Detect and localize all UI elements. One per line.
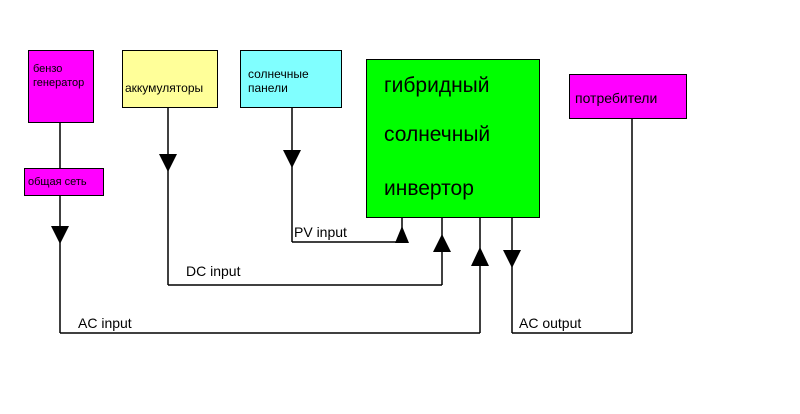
arrow-down-solar: [283, 150, 301, 168]
arrow-down-batteries: [159, 154, 177, 172]
batteries-label: аккумуляторы: [125, 81, 204, 95]
solar-label-line2: панели: [248, 81, 288, 95]
batteries-node: аккумуляторы: [122, 50, 218, 108]
consumers-node: потребители: [569, 74, 687, 119]
arrow-up-ac-input: [471, 247, 489, 266]
edge-label-pv-input: PV input: [294, 224, 347, 240]
grid-label: общая сеть: [28, 176, 87, 188]
inverter-label-line2: солнечный: [384, 123, 491, 146]
arrow-up-pv-input: [395, 226, 409, 243]
edge-label-dc-input: DC input: [186, 263, 241, 279]
inverter-node: гибридный солнечный инвертор: [366, 59, 540, 218]
edge-label-ac-output: AC output: [519, 315, 582, 331]
grid-node: общая сеть: [24, 168, 104, 196]
arrow-down-ac-output: [503, 250, 521, 268]
solar-panels-node: солнечные панели: [240, 50, 342, 108]
generator-label-line2: генератор: [33, 77, 85, 89]
arrow-up-dc-input: [433, 234, 451, 252]
edge-label-ac-input: AC input: [78, 315, 132, 331]
arrow-down-grid: [51, 226, 69, 244]
generator-label-line1: бензо: [33, 63, 63, 75]
solar-label-line1: солнечные: [248, 67, 309, 81]
inverter-label-line3: инвертор: [384, 177, 474, 200]
consumers-label: потребители: [575, 90, 658, 106]
generator-node: бензо генератор: [28, 50, 94, 123]
inverter-label-line1: гибридный: [384, 74, 490, 97]
generator-node-color: [29, 51, 93, 122]
